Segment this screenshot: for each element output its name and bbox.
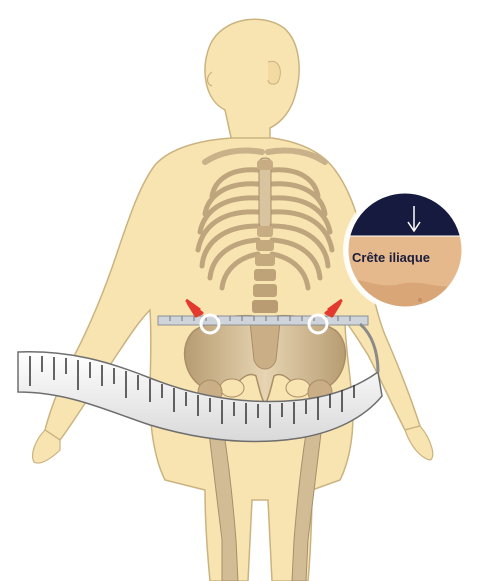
obturator-left [220, 379, 244, 397]
level-ruler [158, 316, 368, 325]
head [205, 19, 299, 142]
obturator-right [286, 379, 310, 397]
ear [268, 61, 280, 84]
iliac-crest-label: Crête iliaque [352, 250, 430, 265]
right-hand [405, 426, 433, 460]
sacrum [250, 322, 280, 369]
